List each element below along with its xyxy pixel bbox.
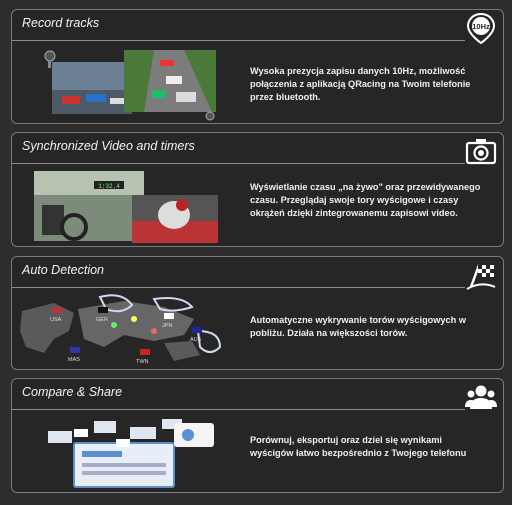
section-description: Porównuj, eksportuj oraz dziel się wynik… [250,435,467,458]
users-icon [465,385,497,409]
map-label-jpn: JPN [162,323,172,329]
map-label-ger: GER [96,317,108,323]
checkered-flag-icon [466,264,496,290]
section-title: Synchronized Video and timers [22,139,195,153]
section-description: Automatyczne wykrywanie torów wyścigowyc… [250,315,466,338]
section-title: Record tracks [22,16,100,30]
svg-text:1:32.4: 1:32.4 [98,183,120,190]
divider [12,40,465,41]
section-compare-share: Compare & Share Porównuj, eksportuj oraz… [11,378,504,493]
divider [12,163,465,164]
share-devices-illustration [48,419,214,488]
world-map-illustration: USA GER JPN MAS TWN AUS [20,294,222,365]
map-label-twn: TWN [136,359,149,365]
map-label-aus: AUS [190,337,202,343]
section-description: Wyświetlanie czasu „na żywo" oraz przewi… [250,182,481,218]
divider [12,409,465,410]
section-auto-detection: Auto Detection USA GER JPN MAS TWN AUS [11,256,504,370]
racing-photos-illustration [44,50,216,121]
section-record-tracks: Record tracks 10Hz Wysoka prezycja zapis… [11,9,504,124]
10hz-location-pin-icon: 10Hz [466,12,496,44]
section-synchronized-video: Synchronized Video and timers 1:32.4 Wyś… [11,132,504,247]
map-label-usa: USA [50,317,62,323]
section-title: Auto Detection [22,263,104,277]
divider [12,287,465,288]
video-timer-illustration: 1:32.4 [34,171,218,243]
camera-icon [465,139,497,165]
icon-label: 10Hz [472,22,490,31]
map-label-mas: MAS [68,357,80,363]
section-description: Wysoka prezycja zapisu danych 10Hz, możl… [250,66,471,102]
section-title: Compare & Share [22,385,123,399]
